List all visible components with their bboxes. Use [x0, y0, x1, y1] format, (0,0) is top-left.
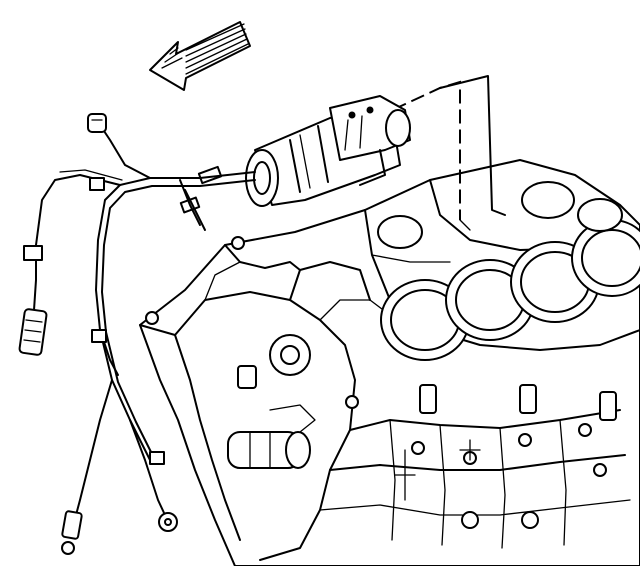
wiring-harness: [23, 124, 256, 531]
starter-solenoid: [329, 95, 411, 161]
ring-terminal: [158, 512, 178, 532]
engine-block: [139, 159, 640, 566]
arrow-left-icon: [149, 21, 251, 91]
harness-connector: [18, 308, 48, 356]
installation-guide: [374, 75, 506, 231]
ring-terminal: [61, 510, 83, 555]
harness-connector: [87, 113, 107, 133]
cylinder-bore: [571, 219, 640, 297]
starter-motor: [179, 95, 411, 214]
cylinder-bore-group: [377, 181, 640, 361]
cylinder-bore: [510, 241, 600, 323]
